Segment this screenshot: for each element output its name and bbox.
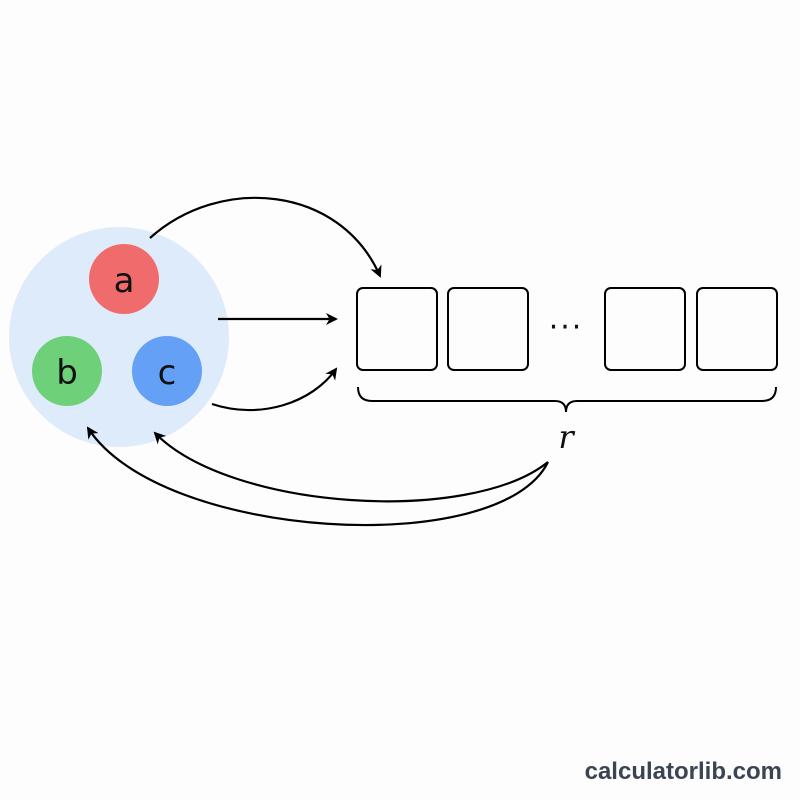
slot-box-4 [696,287,778,371]
element-c-circle [132,336,202,406]
watermark-text: calculatorlib.com [584,758,782,785]
arrow-lower [211,367,338,412]
return-arrow-outer [86,426,549,527]
element-a: a [89,244,159,314]
arrow-top [149,196,382,278]
element-b-label: b [56,353,78,393]
element-c: c [132,336,202,406]
element-c-label: c [158,353,177,393]
slots-brace [357,386,777,413]
slot-count-label: r [558,418,575,456]
element-a-label: a [114,261,135,301]
slot-box-3 [604,287,686,371]
element-a-circle [89,244,159,314]
element-b-circle [32,336,102,406]
return-arrow-inner [153,431,549,503]
slot-box-2 [447,287,529,371]
element-b: b [32,336,102,406]
slot-ellipsis: ··· [549,310,584,345]
slot-box-1 [356,287,438,371]
